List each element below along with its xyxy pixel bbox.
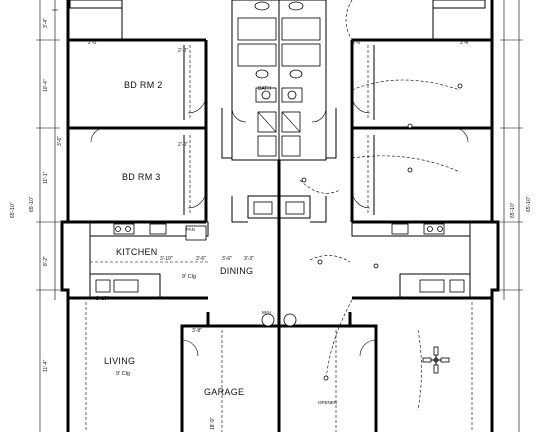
dimension-lines-left <box>36 0 60 432</box>
room-label-living: LIVING <box>104 356 135 366</box>
dim-label-d: 3'-10" <box>160 256 173 262</box>
bedroom-walls-left <box>68 40 208 224</box>
ceiling-garage: 18'-9" <box>210 417 216 430</box>
room-label-bd-rm-2: BD RM 2 <box>124 80 163 90</box>
room-label-garage: GARAGE <box>204 387 244 397</box>
lower-walls <box>68 296 492 432</box>
dim-label-a: 2'-0" <box>88 40 98 46</box>
dim-label-g: 3'-3" <box>244 256 254 262</box>
dim-label-i: 2'-10" <box>96 296 109 302</box>
room-label-bd-rm-3: BD RM 3 <box>122 172 161 182</box>
dimension-lines-right <box>500 0 523 432</box>
dim-label-f: 3'-6" <box>222 256 232 262</box>
ceiling-living: 9' Clg <box>116 371 130 377</box>
dim-right-overall-b: 65'-10" <box>526 196 532 212</box>
bedroom-walls-right <box>350 40 492 224</box>
dim-label-b: 2'-0" <box>178 48 188 54</box>
dim-label-j: 3'-0" <box>352 40 362 46</box>
dim-left-6: 11'-4" <box>43 359 49 372</box>
dim-label-e: 3'-6" <box>196 256 206 262</box>
tag-pan: PAN <box>186 227 195 232</box>
dim-left-2: 10'-4" <box>43 79 49 92</box>
dim-label-h: 3'-8" <box>192 328 202 334</box>
ceiling-fan-icon <box>422 346 450 374</box>
mech-closets <box>231 195 327 223</box>
dim-left-overall-b: 65'-10" <box>29 196 35 212</box>
room-label-bath: BATH <box>258 86 271 92</box>
dim-label-c: 2'-0" <box>178 142 188 148</box>
dim-left-1: 3'-4" <box>43 18 49 28</box>
dim-left-4: 11'-1" <box>43 171 49 184</box>
dim-right-overall-a: 65'-10" <box>510 202 516 218</box>
electrical-layout <box>299 0 463 411</box>
exterior-walls <box>60 0 500 432</box>
tag-opener: OPENER <box>318 400 338 405</box>
central-baths <box>221 0 337 161</box>
dim-left-overall-a: 65'-10" <box>10 202 16 218</box>
tag-wh: W/H <box>262 310 271 315</box>
room-label-dining: DINING <box>220 266 253 276</box>
dim-left-5: 8'-2" <box>43 256 49 266</box>
dim-left-3: 3'-6" <box>57 136 63 146</box>
dim-label-k: 2'-6" <box>460 40 470 46</box>
kitchen-left <box>89 221 209 299</box>
ceiling-dining: 9' Clg <box>182 274 196 280</box>
kitchen-right <box>351 221 471 299</box>
room-label-kitchen: KITCHEN <box>116 247 158 257</box>
